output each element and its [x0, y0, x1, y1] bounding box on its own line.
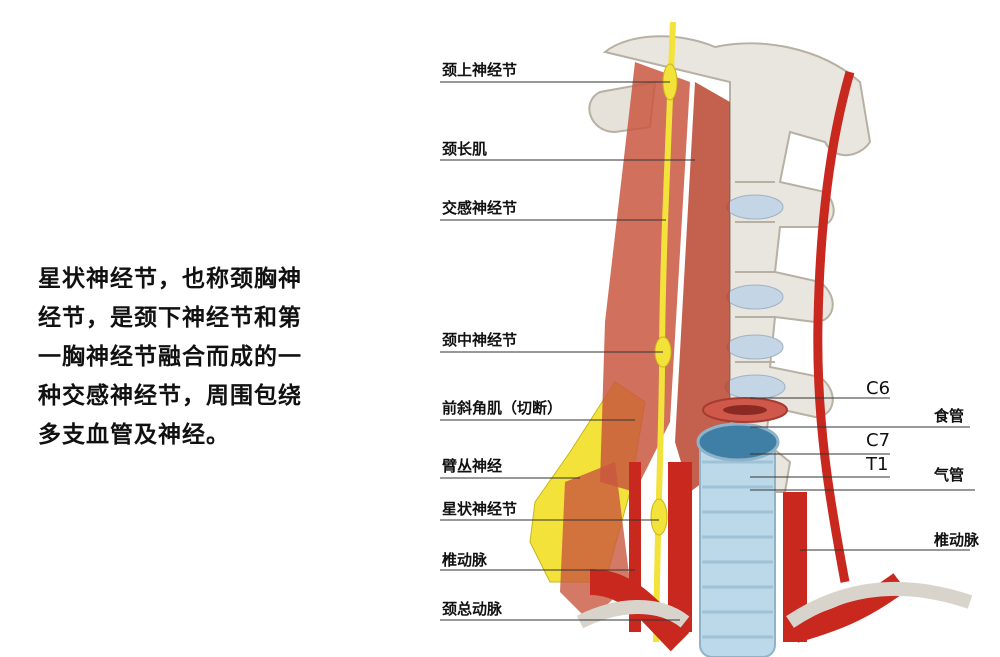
trachea-top — [696, 422, 780, 462]
vertebral-artery-right-shape — [813, 70, 855, 583]
label-vertebral-artery-left: 椎动脉 — [442, 551, 488, 569]
label-esophagus: 食管 — [934, 407, 965, 425]
label-vertebral-artery-right: 椎动脉 — [934, 531, 980, 549]
label-trachea: 气管 — [934, 466, 965, 484]
label-t1: T1 — [866, 454, 889, 475]
label-sympathetic-ganglion: 交感神经节 — [442, 199, 518, 217]
label-common-carotid: 颈总动脉 — [442, 600, 503, 618]
trachea-shape — [699, 431, 776, 657]
neck-anatomy-illustration — [440, 22, 975, 657]
label-scalenus-anterior: 前斜角肌（切断） — [442, 399, 563, 417]
first-rib — [576, 581, 973, 629]
sympathetic-chain — [653, 22, 676, 643]
leader-lines — [440, 81, 975, 621]
label-longus-colli: 颈长肌 — [442, 140, 488, 158]
description-text: 星状神经节，也称颈胸神 经节，是颈下神经节和第 一胸神经节融合而成的一 种交感神… — [38, 266, 302, 448]
label-c7: C7 — [866, 430, 891, 451]
label-brachial-plexus: 臂丛神经 — [442, 457, 503, 475]
label-c6: C6 — [866, 378, 891, 399]
label-stellate-ganglion: 星状神经节 — [442, 500, 518, 518]
longus-colli-muscle — [675, 82, 730, 492]
label-middle-cervical-ganglion: 颈中神经节 — [442, 331, 518, 349]
cervical-vertebrae — [588, 35, 872, 493]
label-superior-cervical-ganglion: 颈上神经节 — [442, 61, 518, 79]
